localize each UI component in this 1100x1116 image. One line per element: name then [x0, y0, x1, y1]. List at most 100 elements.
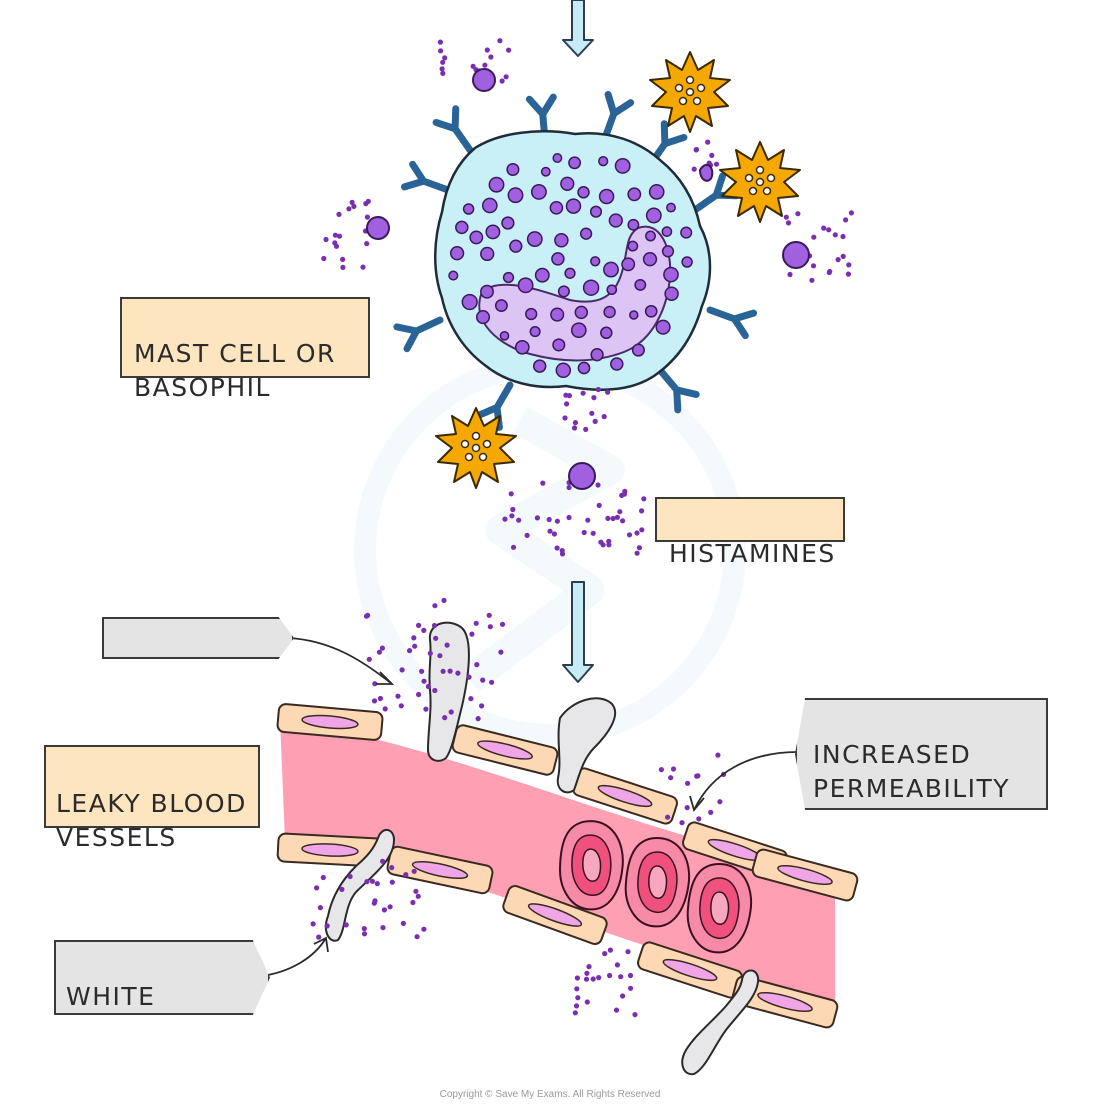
granule [590, 256, 601, 267]
histamine-dot [442, 715, 448, 721]
histamine-dot [438, 48, 444, 54]
histamine-dot [347, 873, 353, 880]
histamine-dot [310, 921, 316, 927]
granule [532, 359, 547, 373]
granule [480, 246, 495, 262]
histamine-dot [562, 415, 568, 421]
histamines-label-middle-text: HISTAMINES [669, 539, 836, 568]
histamine-dot [641, 496, 647, 502]
granule [502, 271, 515, 284]
granule [642, 252, 658, 267]
histamine-dot [431, 622, 438, 629]
histamine-dot [691, 166, 697, 172]
granule [610, 357, 624, 371]
histamine-dot [364, 241, 370, 247]
histamine-dot [432, 687, 438, 694]
histamine-dot [468, 696, 474, 702]
histamine-dot [413, 888, 419, 894]
histamine-dot [320, 874, 326, 881]
histamine-dot [403, 872, 409, 878]
histamine-dot [628, 985, 634, 991]
histamine-dot [433, 635, 439, 641]
histamine-dot [316, 934, 322, 940]
histamine-dot [572, 1010, 578, 1016]
histamine-dot [475, 716, 481, 722]
histamine-dot [351, 203, 357, 209]
granule [549, 200, 564, 215]
histamine-dot [360, 264, 366, 270]
white-blood-cells [324, 621, 760, 1076]
histamine-dot [510, 544, 517, 550]
histamine-dot [379, 645, 385, 651]
histamine-dot [412, 643, 418, 649]
white-blood-cells-label: WHITE BLOOD CELLS [54, 940, 270, 1015]
histamine-dot [810, 263, 817, 269]
histamine-dot [398, 703, 404, 709]
granule [507, 187, 524, 204]
mast-cell [434, 130, 712, 391]
histamine-dot [809, 277, 815, 283]
histamine-dot [440, 59, 446, 65]
histamine-dot [416, 691, 422, 698]
histamine-dot [632, 1012, 638, 1018]
histamine-dot [580, 390, 586, 396]
granule [506, 162, 520, 177]
histamine-dot [832, 232, 838, 238]
histamine-dot [421, 678, 427, 684]
histamine-dot [376, 649, 382, 655]
middle-arrow [562, 581, 594, 683]
histamine-dot [554, 545, 560, 551]
histamine-dot [419, 668, 425, 674]
histamine-dot [571, 425, 578, 431]
histamine-dot [503, 74, 509, 80]
granule [680, 226, 693, 239]
histamines-label-middle: HISTAMINES [655, 497, 845, 568]
granule [469, 230, 484, 245]
histamine-dot [610, 515, 616, 522]
histamine-dot [693, 146, 700, 153]
histamine-dot [554, 518, 561, 524]
granule [598, 156, 609, 167]
granule [603, 305, 616, 319]
histamine-dot [473, 620, 479, 626]
histamine-dot [596, 975, 602, 981]
histamine-dot [437, 653, 443, 659]
histamine-dot [708, 809, 714, 816]
histamine-dot [601, 414, 607, 420]
granule [598, 188, 615, 205]
permeability-label-text: INCREASED PERMEABILITY OF CAPILLARIES [813, 740, 1011, 871]
histamine-dot [634, 550, 640, 556]
granule [560, 176, 575, 191]
histamine-dot [787, 271, 793, 278]
granule [603, 261, 619, 278]
histamine-dot [400, 920, 406, 927]
histamine-dot [363, 613, 370, 619]
histamine-dot [389, 879, 395, 885]
histamine-dot [665, 814, 671, 820]
histamine-dot [626, 532, 633, 538]
histamine-dot [679, 820, 685, 826]
histamine-dot [596, 502, 602, 508]
histamine-dot [564, 401, 570, 407]
histamine-dot [826, 227, 832, 233]
histamine-dot [399, 667, 405, 673]
granule [589, 205, 603, 218]
histamine-dot [821, 225, 827, 231]
histamine-dot [382, 706, 388, 712]
histamine-dot [474, 662, 480, 668]
histamine-dot [586, 964, 592, 970]
histamine-dot [639, 508, 645, 514]
histamine-dot [709, 152, 715, 158]
histamine-dot [575, 995, 581, 1001]
histamine-dot [364, 214, 370, 220]
granule [540, 166, 551, 177]
histamine-dot [639, 527, 645, 533]
histamine-dot [444, 642, 450, 648]
histamine-dot [411, 868, 417, 874]
histamine-dot [488, 54, 494, 60]
histamine-dot [534, 515, 541, 521]
granule [485, 224, 501, 240]
histamine-dot [627, 972, 634, 979]
histamine-dot [811, 234, 817, 240]
